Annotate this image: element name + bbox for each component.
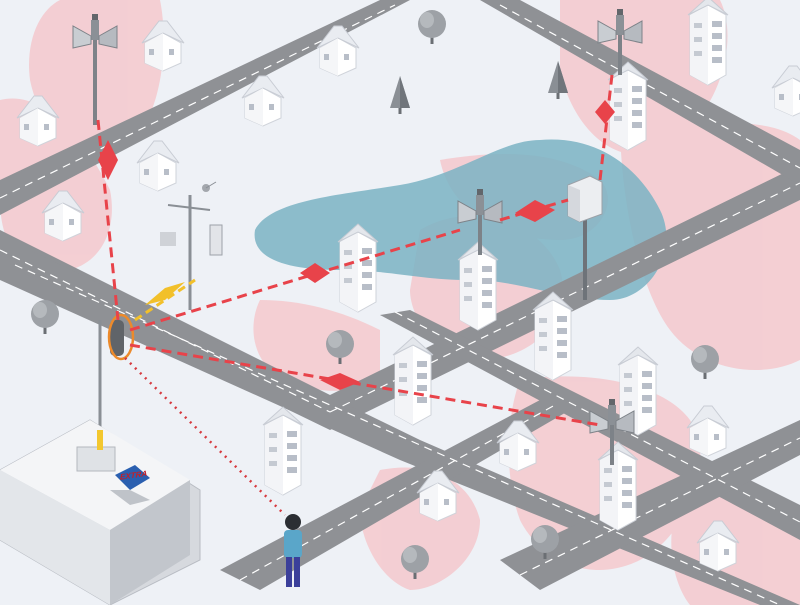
apartment-building-icon bbox=[338, 224, 378, 312]
apartment-building-icon bbox=[458, 242, 498, 330]
tree-icon bbox=[31, 300, 59, 334]
house-icon bbox=[137, 141, 179, 191]
house-icon bbox=[772, 66, 800, 116]
apartment-building-icon bbox=[533, 292, 573, 380]
apartment-building-icon bbox=[688, 0, 728, 85]
tree-icon bbox=[390, 76, 410, 114]
tree-icon bbox=[418, 10, 446, 44]
person-with-phone-icon bbox=[284, 514, 302, 587]
tree-icon bbox=[691, 345, 719, 379]
apartment-building-icon bbox=[608, 62, 648, 150]
apartment-building-icon bbox=[393, 337, 433, 425]
apartment-building-icon bbox=[598, 442, 638, 530]
apartment-building-icon bbox=[263, 407, 303, 495]
house-icon bbox=[687, 406, 729, 456]
